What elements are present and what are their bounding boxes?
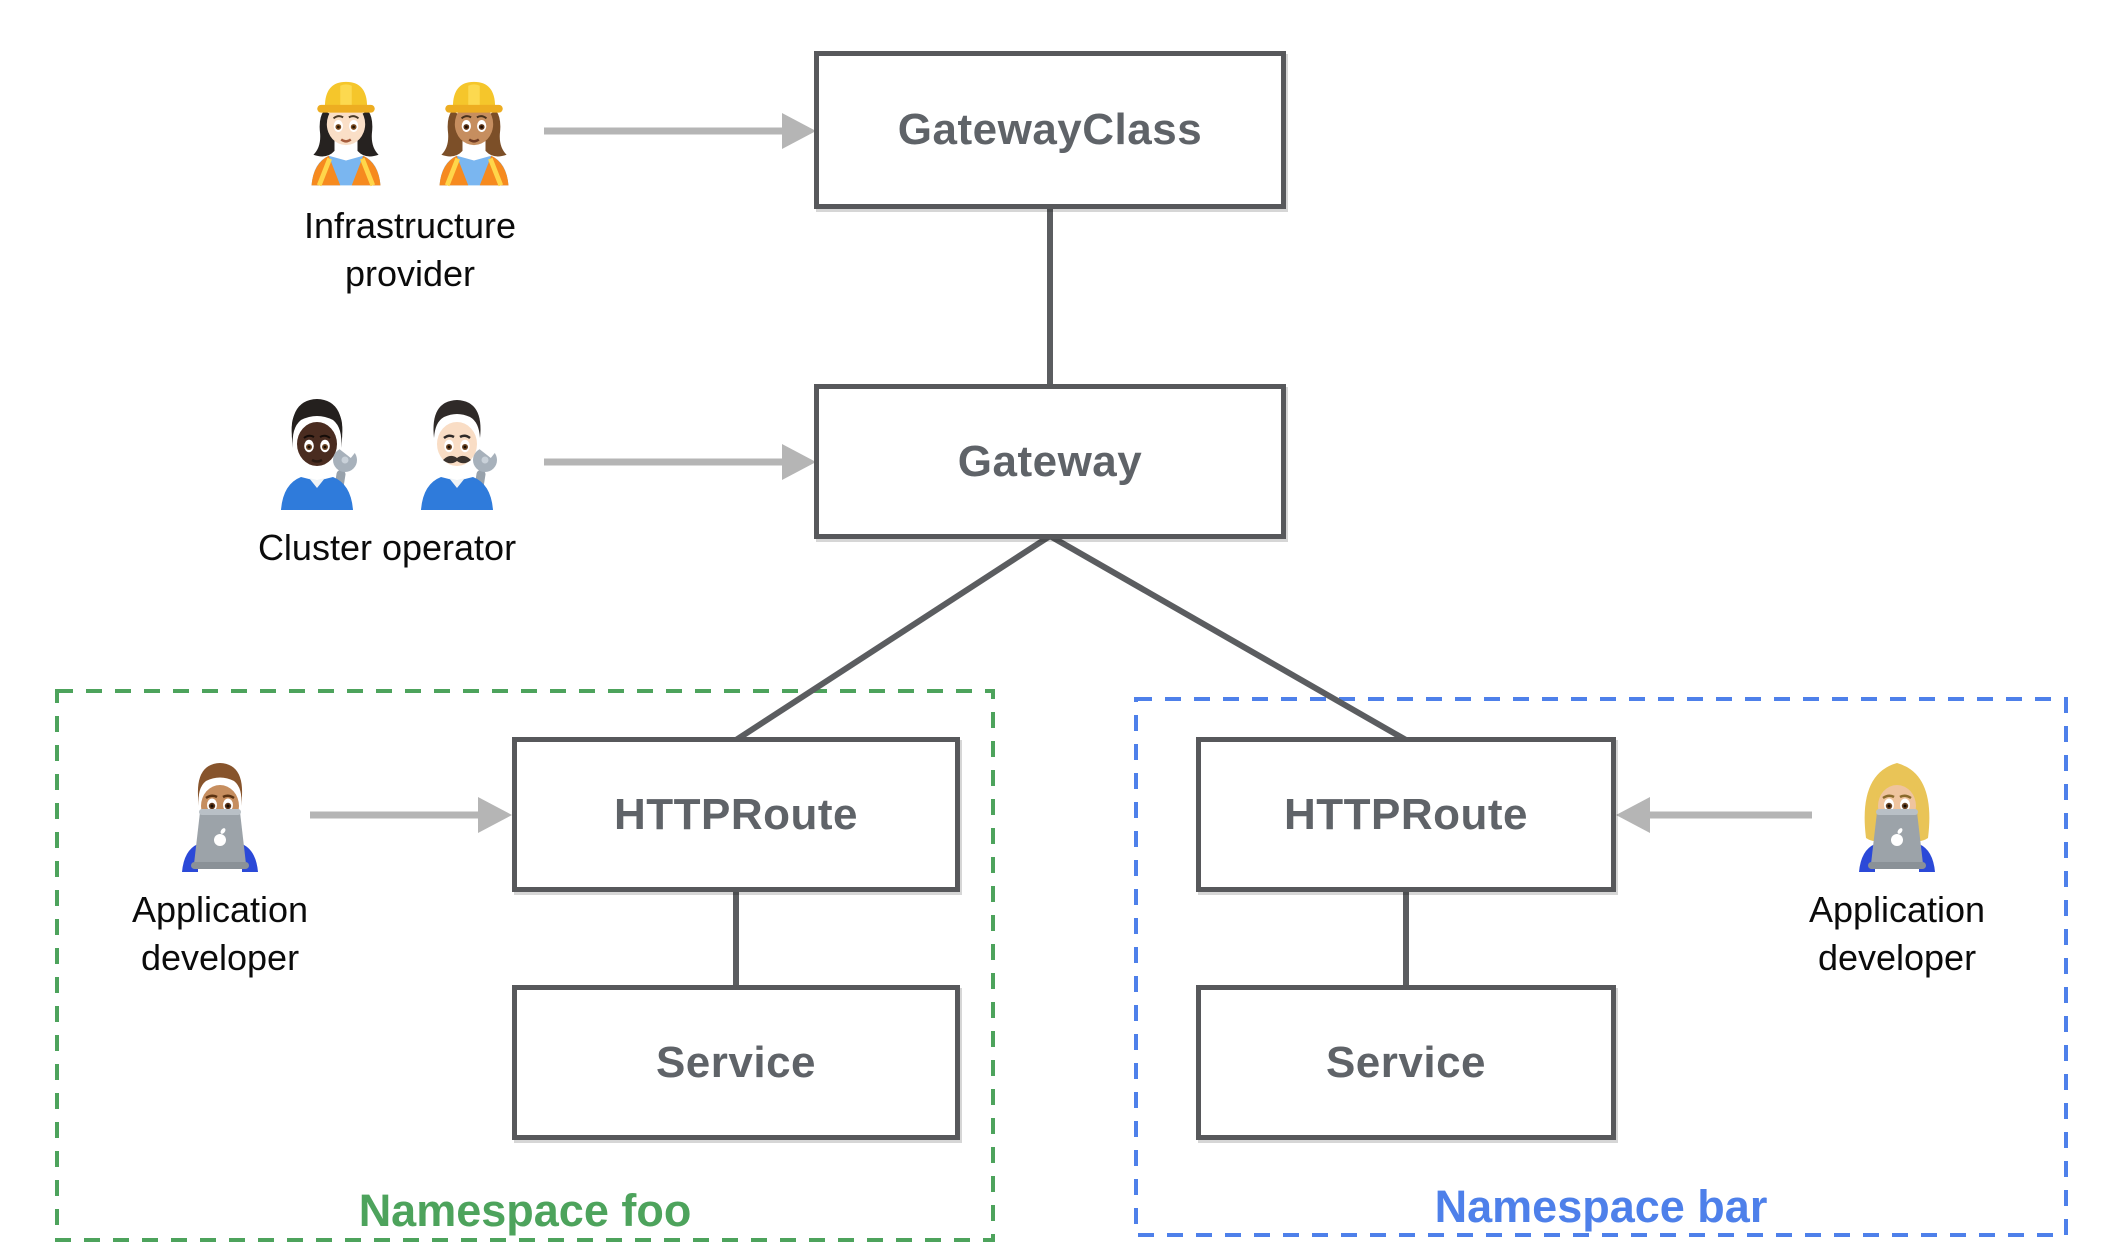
cluster-operator-label: Cluster operator — [257, 527, 517, 568]
edge-gateway-httproute-foo — [734, 533, 1052, 743]
woman-construction-worker-light-icon — [311, 81, 381, 187]
namespace-foo-label: Namespace foo — [358, 1185, 692, 1236]
infrastructure-provider-label: Infrastructure provider — [303, 205, 517, 294]
application-developer-bar-emoji — [1849, 748, 1945, 872]
node-httproute-bar: HTTPRoute — [1196, 737, 1616, 892]
node-httproute-bar-label: HTTPRoute — [1283, 789, 1529, 839]
arrow-head-application-developer-bar — [1616, 797, 1650, 833]
node-gatewayclass-label: GatewayClass — [897, 105, 1203, 154]
persona-application-developer-bar: Application developer — [1672, 748, 2112, 982]
node-gateway: Gateway — [814, 384, 1286, 539]
cluster-operator-emojis — [269, 386, 505, 510]
woman-technologist-blonde-icon — [1859, 763, 1935, 872]
application-developer-foo-emoji — [172, 748, 268, 872]
man-technologist-medium-skin-icon — [182, 763, 258, 872]
infrastructure-provider-emojis — [300, 64, 520, 188]
mechanic-dark-skin-icon — [281, 399, 359, 510]
woman-construction-worker-medium-icon — [439, 81, 509, 187]
node-gateway-label: Gateway — [957, 436, 1143, 486]
man-mechanic-light-skin-icon — [421, 400, 499, 510]
node-service-foo: Service — [512, 985, 960, 1140]
persona-infrastructure-provider: Infrastructure provider — [185, 64, 635, 298]
arrow-head-application-developer-foo — [478, 797, 512, 833]
arrow-head-cluster-operator — [782, 444, 816, 480]
node-gatewayclass: GatewayClass — [814, 51, 1286, 209]
node-service-bar: Service — [1196, 985, 1616, 1140]
namespace-bar-border — [1134, 697, 2068, 1237]
persona-application-developer-foo: Application developer — [0, 748, 445, 982]
persona-cluster-operator: Cluster operator — [162, 386, 612, 572]
namespace-bar-label: Namespace bar — [1434, 1181, 1768, 1232]
arrow-head-infrastructure-provider — [782, 113, 816, 149]
edge-gateway-httproute-bar — [1048, 533, 1408, 743]
node-httproute-foo-label: HTTPRoute — [613, 789, 859, 839]
node-service-bar-label: Service — [1325, 1037, 1487, 1087]
node-httproute-foo: HTTPRoute — [512, 737, 960, 892]
node-service-foo-label: Service — [655, 1037, 817, 1087]
application-developer-bar-label: Application developer — [1808, 889, 1986, 978]
application-developer-foo-label: Application developer — [131, 889, 309, 978]
namespace-foo-border — [55, 689, 995, 1242]
